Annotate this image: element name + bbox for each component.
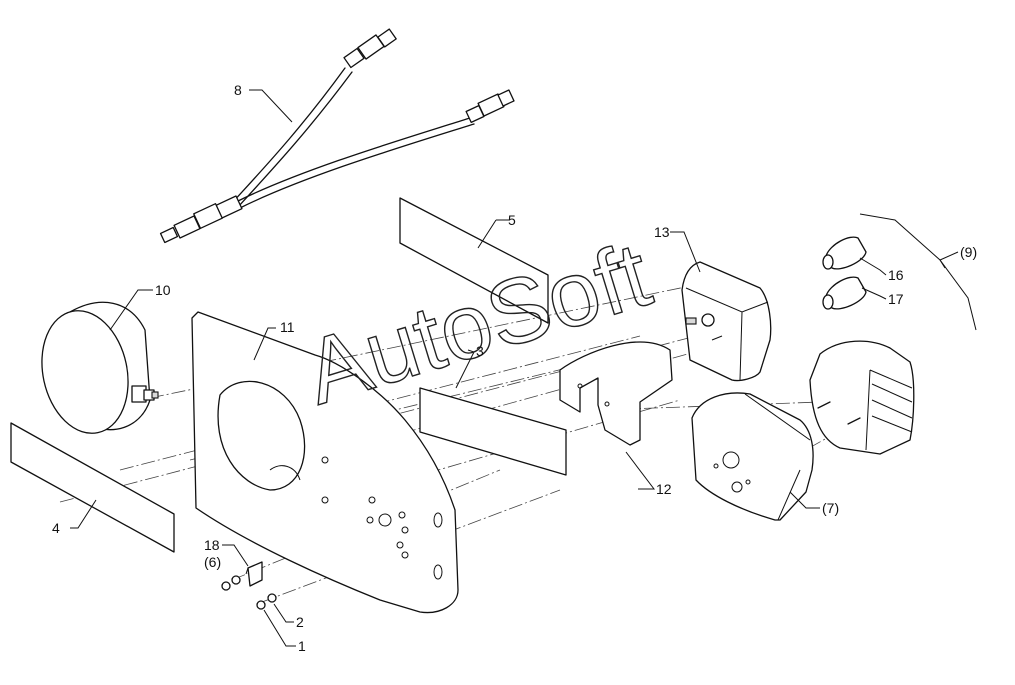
round-lamp [41, 301, 159, 434]
right-connector [465, 89, 515, 124]
lamp-housing-13 [681, 261, 772, 382]
lamp-body-9 [809, 340, 915, 455]
lower-connector [159, 195, 243, 244]
label-11: 11 [280, 319, 295, 335]
mounting-plate [191, 311, 459, 614]
label-6: (6) [204, 554, 221, 570]
sticker-lower [10, 422, 175, 553]
label-18: 18 [204, 537, 220, 553]
label-13: 13 [654, 224, 670, 240]
y-cable [159, 28, 515, 244]
label-10: 10 [155, 282, 171, 298]
sticker-middle [419, 387, 567, 476]
label-4: 4 [52, 520, 60, 536]
label-7: (7) [822, 500, 839, 516]
group-bracket-9 [859, 213, 977, 331]
label-2: 2 [296, 614, 304, 630]
label-16: 16 [888, 267, 904, 283]
bulb-17 [822, 276, 867, 310]
label-3: 3 [476, 343, 484, 359]
label-12: 12 [656, 481, 672, 497]
label-5: 5 [508, 212, 516, 228]
label-8: 8 [234, 82, 242, 98]
bulb-16 [822, 236, 867, 270]
sticker-upper [399, 197, 549, 324]
leader-lines [70, 89, 959, 647]
clip-and-fasteners [221, 561, 277, 610]
upper-connector [343, 28, 397, 69]
label-17: 17 [888, 291, 904, 307]
label-1: 1 [298, 638, 306, 654]
cover-7 [691, 392, 814, 521]
part-labels: 8 5 13 (9) 10 11 3 16 17 (7) 12 4 18 (6)… [52, 82, 977, 654]
bracket [559, 341, 673, 446]
label-9: (9) [960, 244, 977, 260]
